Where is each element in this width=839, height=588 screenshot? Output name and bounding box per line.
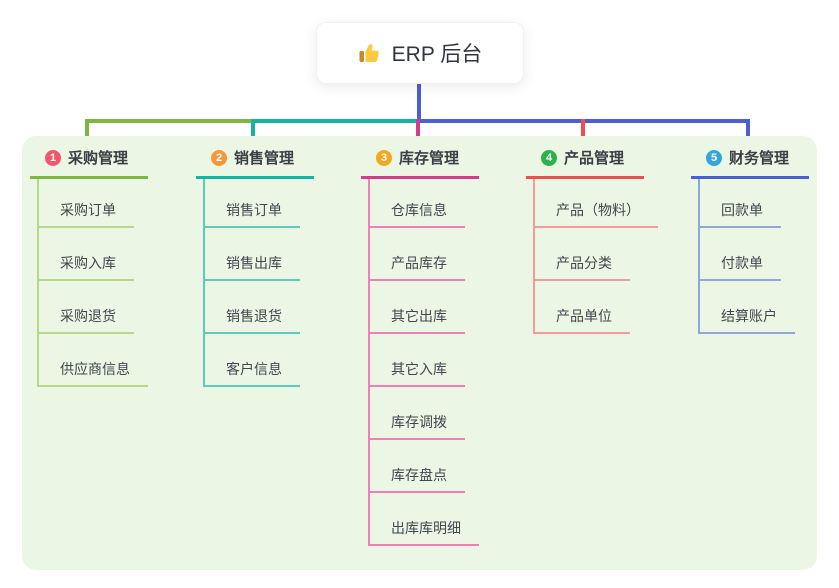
branch-label: 库存管理 — [399, 150, 460, 167]
connector-line — [251, 119, 417, 123]
mindmap-child-node[interactable]: 产品库存 — [370, 228, 465, 281]
branch-children: 销售订单 销售出库 销售退货 客户信息 — [203, 179, 314, 387]
mindmap-child-node[interactable]: 销售退货 — [205, 281, 300, 334]
branch-column-finance: 5 财务管理 回款单 付款单 结算账户 — [691, 147, 809, 334]
mindmap-child-node[interactable]: 采购入库 — [39, 228, 134, 281]
thumbs-up-icon — [359, 44, 379, 62]
connector-line — [581, 119, 585, 146]
mindmap-child-node[interactable]: 回款单 — [700, 179, 781, 228]
mindmap-child-node[interactable]: 产品（物料） — [535, 179, 658, 228]
connector-line — [85, 119, 254, 123]
mindmap-child-node[interactable]: 产品单位 — [535, 281, 630, 334]
branch-label: 财务管理 — [729, 150, 790, 167]
branch-label: 产品管理 — [564, 150, 625, 167]
mindmap-child-node[interactable]: 其它出库 — [370, 281, 465, 334]
branch-badge: 1 — [45, 149, 61, 166]
branch-label: 采购管理 — [68, 150, 129, 167]
root-node-label: ERP 后台 — [391, 43, 483, 66]
branch-column-inventory: 3 库存管理 仓库信息 产品库存 其它出库 其它入库 库存调拨 库存盘点 出库库… — [361, 147, 479, 546]
root-connector-line — [417, 82, 421, 123]
mindmap-child-node[interactable]: 采购退货 — [39, 281, 134, 334]
branch-badge: 3 — [376, 149, 392, 166]
branch-node-product[interactable]: 4 产品管理 — [526, 147, 644, 179]
branch-node-sales[interactable]: 2 销售管理 — [196, 147, 314, 179]
connector-line — [416, 119, 420, 146]
branch-node-purchase[interactable]: 1 采购管理 — [30, 147, 148, 179]
mindmap-child-node[interactable]: 库存调拨 — [370, 387, 465, 440]
mindmap-child-node[interactable]: 销售出库 — [205, 228, 300, 281]
mindmap-child-node[interactable]: 付款单 — [700, 228, 781, 281]
mindmap-child-node[interactable]: 客户信息 — [205, 334, 300, 387]
connector-line — [251, 119, 255, 146]
branch-column-product: 4 产品管理 产品（物料） 产品分类 产品单位 — [526, 147, 658, 334]
branch-column-purchase: 1 采购管理 采购订单 采购入库 采购退货 供应商信息 — [30, 147, 148, 387]
connector-line — [746, 119, 750, 146]
mindmap-child-node[interactable]: 出库库明细 — [370, 493, 479, 546]
branch-badge: 4 — [541, 149, 557, 166]
branches-panel — [22, 136, 817, 570]
branch-children: 采购订单 采购入库 采购退货 供应商信息 — [37, 179, 148, 387]
mindmap-child-node[interactable]: 仓库信息 — [370, 179, 465, 228]
mindmap-child-node[interactable]: 供应商信息 — [39, 334, 148, 387]
branch-badge: 5 — [706, 149, 722, 166]
mindmap-child-node[interactable]: 采购订单 — [39, 179, 134, 228]
branch-column-sales: 2 销售管理 销售订单 销售出库 销售退货 客户信息 — [196, 147, 314, 387]
branch-badge: 2 — [211, 149, 227, 166]
branch-children: 仓库信息 产品库存 其它出库 其它入库 库存调拨 库存盘点 出库库明细 — [368, 179, 479, 546]
root-node-erp[interactable]: ERP 后台 — [316, 22, 524, 84]
branch-node-finance[interactable]: 5 财务管理 — [691, 147, 809, 179]
branch-children: 回款单 付款单 结算账户 — [698, 179, 809, 334]
mindmap-child-node[interactable]: 其它入库 — [370, 334, 465, 387]
mindmap-child-node[interactable]: 产品分类 — [535, 228, 630, 281]
branch-label: 销售管理 — [234, 150, 295, 167]
connector-line — [85, 119, 89, 146]
branch-node-inventory[interactable]: 3 库存管理 — [361, 147, 479, 179]
mindmap-child-node[interactable]: 结算账户 — [700, 281, 795, 334]
mindmap-child-node[interactable]: 库存盘点 — [370, 440, 465, 493]
mindmap-child-node[interactable]: 销售订单 — [205, 179, 300, 228]
branch-children: 产品（物料） 产品分类 产品单位 — [533, 179, 658, 334]
